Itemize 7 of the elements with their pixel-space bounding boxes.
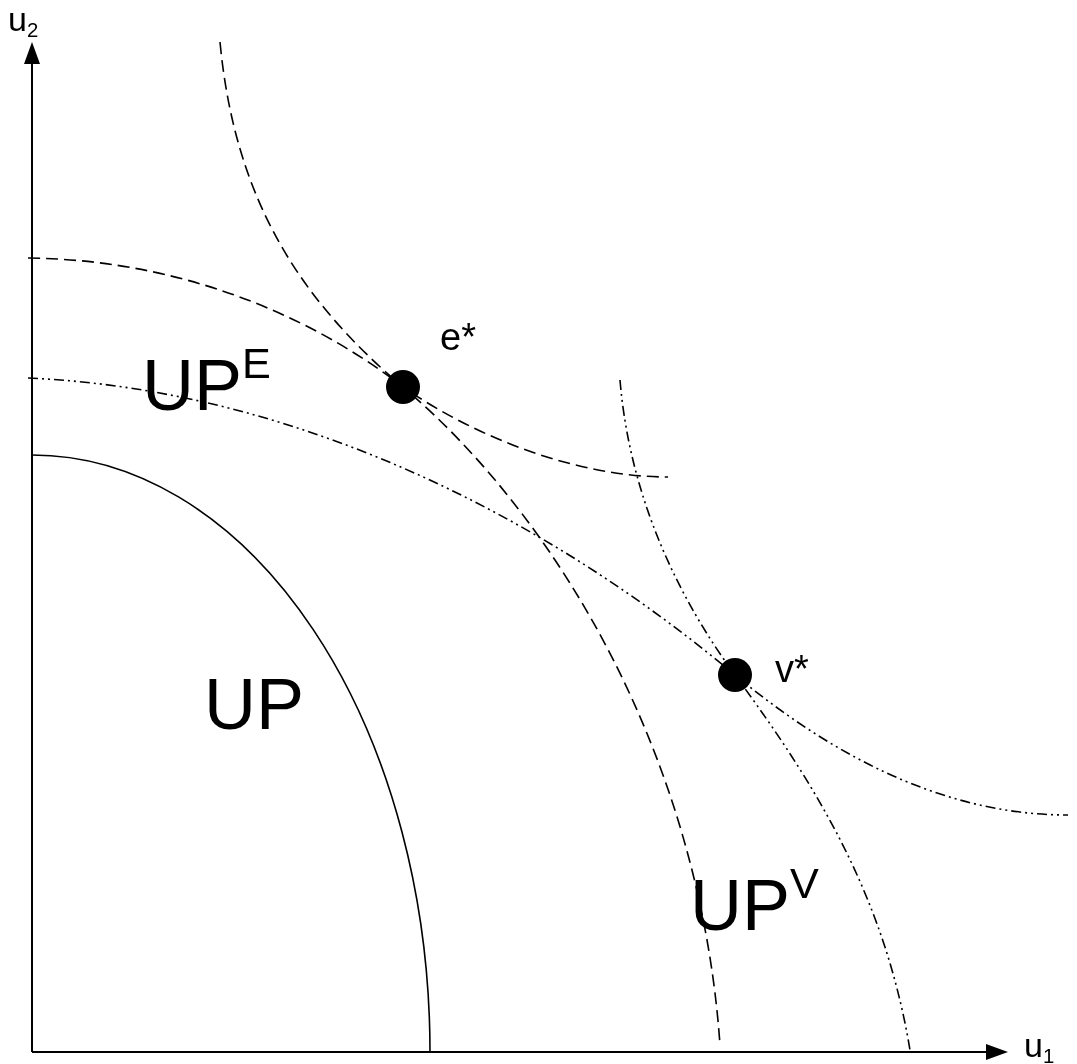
axis-label: u$_{1}$ bbox=[1024, 1028, 1055, 1064]
region-label: UP$^{V}$ bbox=[690, 862, 819, 942]
axis-label: u$_{2}$ bbox=[8, 2, 39, 41]
region-label: UP$^{E}$ bbox=[142, 342, 271, 422]
point-label: e* bbox=[440, 318, 476, 356]
region-label: UP bbox=[204, 668, 305, 740]
point-label: v* bbox=[775, 650, 809, 688]
